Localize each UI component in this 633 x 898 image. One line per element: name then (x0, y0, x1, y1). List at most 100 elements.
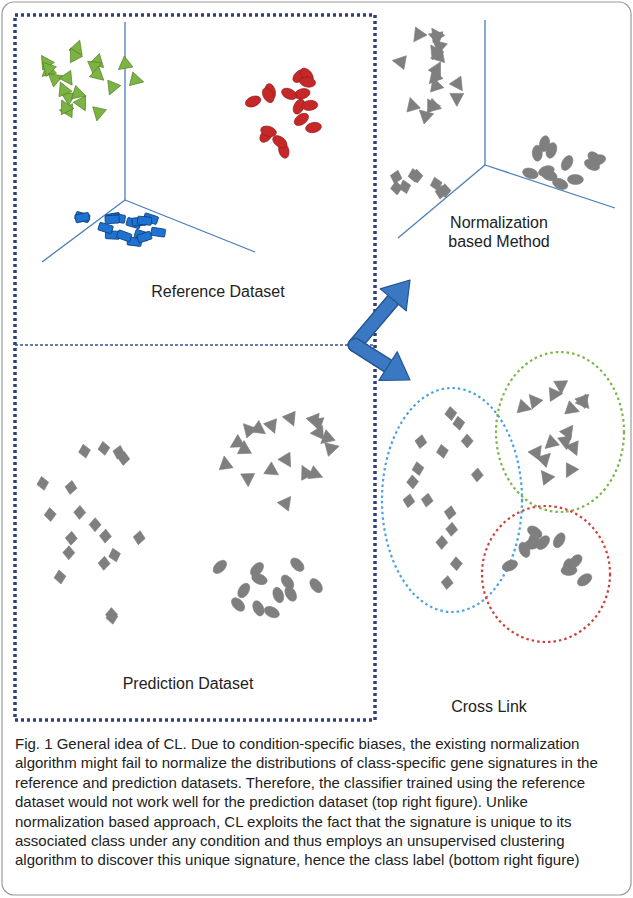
panel-label: Prediction Dataset (103, 674, 273, 693)
data-point (540, 435, 559, 454)
data-point (280, 86, 299, 102)
data-point (89, 518, 101, 532)
data-point (316, 430, 335, 449)
data-point (415, 105, 434, 124)
data-point (279, 573, 297, 592)
data-point (403, 96, 420, 112)
panel-label: Normalization based Method (440, 213, 558, 251)
data-point (77, 443, 91, 459)
data-point (251, 599, 267, 618)
split-arrow (355, 345, 410, 380)
data-point (116, 230, 132, 242)
data-point (137, 216, 152, 225)
data-point (589, 153, 607, 167)
data-point (262, 604, 281, 620)
data-point (73, 96, 91, 114)
dataset-panel: Reference Dataset (15, 15, 375, 345)
data-point (114, 56, 133, 75)
data-point (443, 505, 457, 521)
data-point (428, 59, 446, 77)
data-point (426, 24, 445, 43)
data-point (426, 75, 443, 92)
data-point (64, 480, 78, 496)
data-point (111, 444, 126, 460)
data-point (521, 166, 539, 180)
data-point (238, 419, 257, 438)
data-point (259, 124, 277, 138)
data-point (103, 80, 121, 97)
data-point (227, 435, 245, 454)
data-point (566, 552, 584, 570)
data-point (98, 556, 111, 571)
figure-caption: Fig. 1 General idea of CL. Due to condit… (15, 734, 619, 870)
data-point (64, 45, 82, 63)
data-point (389, 169, 404, 185)
data-point (235, 581, 252, 600)
data-point (282, 411, 300, 428)
data-point (517, 399, 533, 416)
data-point (132, 530, 146, 546)
data-point (107, 547, 122, 564)
data-point (414, 434, 428, 450)
data-point (536, 466, 555, 485)
data-point (575, 389, 594, 408)
data-point (445, 522, 458, 537)
arrow-head (380, 280, 410, 311)
data-point (136, 231, 152, 243)
data-point (450, 556, 463, 571)
data-point (450, 93, 464, 106)
data-point (65, 531, 78, 546)
data-point (89, 66, 108, 85)
data-point (99, 529, 112, 544)
arrow-shaft (355, 345, 390, 367)
axis-lines (42, 22, 255, 262)
axis-lines (398, 20, 615, 238)
data-point (271, 586, 286, 604)
panel-label: Cross Link (434, 697, 544, 716)
data-point (559, 154, 575, 173)
data-point (296, 462, 314, 480)
data-point (407, 167, 421, 183)
data-point (63, 546, 75, 560)
data-point (250, 571, 269, 586)
data-point (565, 441, 583, 458)
data-point (129, 72, 145, 89)
data-point (461, 434, 473, 448)
data-point (551, 531, 568, 550)
data-point (441, 575, 454, 590)
data-point (310, 425, 324, 440)
data-point (436, 535, 448, 549)
data-point (439, 184, 451, 198)
data-point (288, 556, 306, 574)
data-point (391, 54, 406, 70)
data-point (402, 493, 416, 509)
data-point (75, 211, 91, 223)
data-point (278, 452, 297, 470)
data-point (307, 576, 325, 595)
data-point (75, 212, 90, 223)
data-point (241, 473, 255, 486)
data-point (105, 607, 117, 621)
arrow-outline (355, 298, 394, 345)
data-point (411, 461, 425, 477)
data-point (452, 415, 466, 431)
data-point (151, 227, 166, 237)
data-point (575, 571, 594, 588)
data-point (549, 387, 563, 402)
data-point (305, 121, 323, 134)
data-point (53, 569, 67, 585)
data-point (59, 70, 78, 89)
dataset-panel: Prediction Dataset (15, 345, 375, 720)
data-point (397, 179, 412, 195)
data-point (299, 76, 316, 88)
data-point (260, 86, 276, 105)
data-point (90, 107, 106, 123)
arrow-head (379, 352, 410, 381)
split-arrow (355, 280, 410, 345)
arrow-outline (355, 345, 390, 367)
data-point (37, 57, 56, 76)
data-point (444, 406, 457, 421)
data-points (36, 24, 607, 625)
data-point (211, 558, 229, 576)
